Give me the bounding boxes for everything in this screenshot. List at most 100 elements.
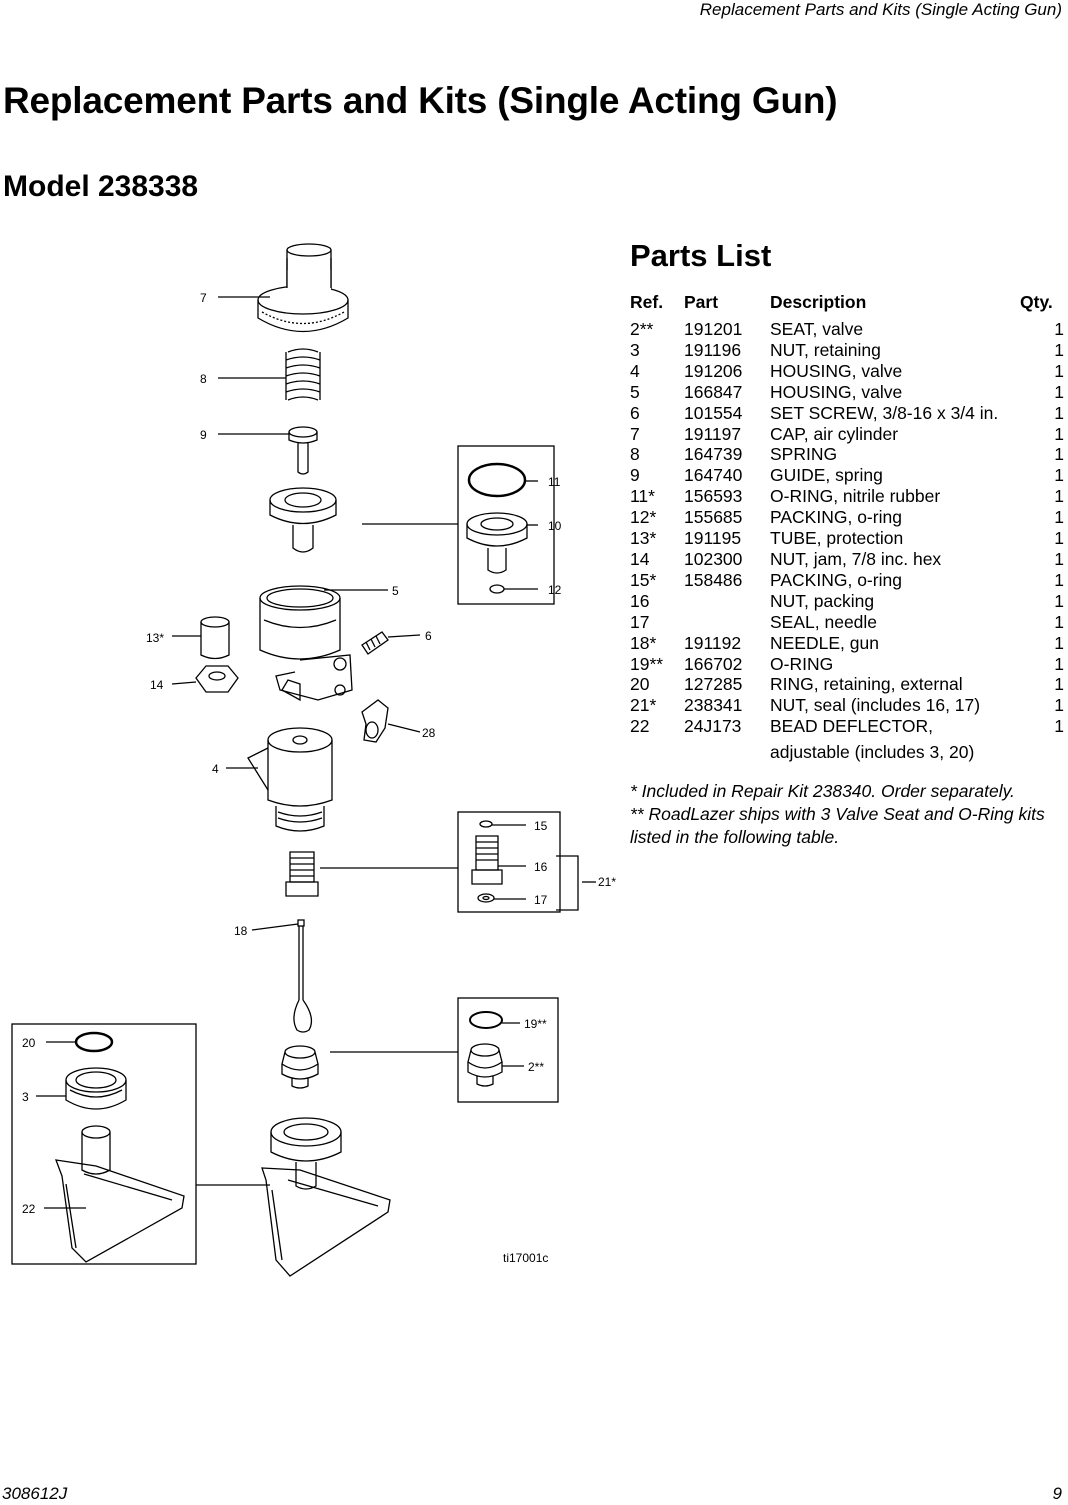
part-18-needle — [293, 919, 313, 1033]
part-9-guide — [288, 426, 318, 475]
description-cell: GUIDE, spring — [770, 465, 883, 486]
description-cell: NUT, jam, 7/8 inc. hex — [770, 548, 942, 569]
description-cell: RING, retaining, external — [770, 674, 963, 695]
description-cell: NUT, retaining — [770, 339, 881, 360]
part-cell: 164740 — [684, 465, 743, 486]
part-16-nut — [471, 835, 503, 885]
exploded-parts-diagram: 7 8 9 11 10 12 5 13* 6 14 28 4 15 16 17 … — [11, 243, 616, 1277]
description-cell: NUT, seal (includes 16, 17) — [770, 695, 981, 716]
ref-cell: 16 — [630, 590, 650, 611]
part-22-deflector — [55, 1125, 185, 1263]
qty-cell: 1 — [1054, 444, 1064, 465]
running-header: Replacement Parts and Kits (Single Actin… — [699, 0, 1062, 19]
kit-box-19-2 — [457, 997, 559, 1103]
callout-18: 18 — [234, 924, 248, 938]
qty-cell: 1 — [1054, 402, 1064, 423]
part-28-elbow — [361, 699, 389, 743]
ref-cell: 18* — [630, 632, 657, 653]
callout-8: 8 — [200, 372, 207, 386]
bracket-21 — [556, 855, 579, 911]
ref-cell: 15* — [630, 569, 657, 590]
table-row: 16 NUT, packing 1 — [630, 591, 1064, 612]
ref-cell: 13* — [630, 528, 657, 549]
part-deflector-main — [261, 1117, 391, 1277]
page-number: 9 — [1052, 1484, 1062, 1503]
parts-list-heading: Parts List — [630, 238, 772, 273]
callout-2: 2** — [528, 1060, 544, 1074]
description-cell: O-RING, nitrile rubber — [770, 486, 941, 507]
ref-cell: 6 — [630, 402, 640, 423]
callout-14: 14 — [150, 678, 164, 692]
part-cell: 101554 — [684, 402, 743, 423]
callout-3: 3 — [22, 1090, 29, 1104]
table-row: 6 101554 SET SCREW, 3/8-16 x 3/4 in. 1 — [630, 403, 1064, 424]
figure-id: ti17001c — [503, 1251, 548, 1265]
piston — [269, 487, 337, 553]
description-cell: BEAD DEFLECTOR, — [770, 716, 934, 737]
description-cell: PACKING, o-ring — [770, 507, 902, 528]
part-cell: 166702 — [684, 653, 743, 674]
part-8-spring — [285, 348, 321, 401]
ref-cell: 14 — [630, 548, 650, 569]
callout-28: 28 — [422, 726, 436, 740]
qty-cell: 1 — [1054, 695, 1064, 716]
ref-cell: 21* — [630, 695, 657, 716]
part-13-tube — [200, 616, 230, 660]
footnote-single-star: * Included in Repair Kit 238340. Order s… — [630, 781, 1015, 801]
part-16-nut-main — [285, 851, 319, 897]
ref-cell: 17 — [630, 611, 650, 632]
description-cell: HOUSING, valve — [770, 381, 903, 402]
part-14-nut — [195, 665, 239, 693]
part-6-setscrew — [361, 631, 389, 655]
footnote-double-star: ** RoadLazer ships with 3 Valve Seat and… — [630, 804, 1045, 847]
part-15-packing — [479, 820, 493, 828]
ref-cell: 20 — [630, 674, 650, 695]
qty-cell: 1 — [1054, 590, 1064, 611]
part-4-housing — [247, 727, 333, 832]
description-cell: NUT, packing — [770, 590, 875, 611]
qty-cell: 1 — [1054, 674, 1064, 695]
callout-13: 13* — [146, 631, 164, 645]
footnotes: * Included in Repair Kit 238340. Order s… — [630, 780, 1060, 849]
part-cell: 155685 — [684, 507, 743, 528]
ref-cell: 4 — [630, 360, 640, 381]
part-19-oring — [469, 1011, 503, 1029]
qty-cell: 1 — [1054, 486, 1064, 507]
description-cell: SPRING — [770, 444, 838, 465]
callout-17: 17 — [534, 893, 548, 907]
ref-cell: 9 — [630, 465, 640, 486]
part-5-housing — [259, 585, 353, 702]
callout-6: 6 — [425, 629, 432, 643]
column-header-qty: Qty. — [1020, 292, 1053, 312]
part-cell: 127285 — [684, 674, 743, 695]
callout-22: 22 — [22, 1202, 36, 1216]
model-title: Model 238338 — [3, 170, 199, 203]
description-cell: SEAT, valve — [770, 319, 864, 339]
description-cell: CAP, air cylinder — [770, 423, 899, 444]
part-cell: 191197 — [684, 423, 742, 444]
part-cell: 191195 — [684, 528, 742, 549]
qty-cell: 1 — [1054, 423, 1064, 444]
kit-box-10-12 — [457, 445, 555, 605]
qty-cell: 1 — [1054, 507, 1064, 528]
callout-4: 4 — [212, 762, 219, 776]
callout-21: 21* — [598, 875, 616, 889]
column-header-description: Description — [770, 292, 867, 312]
qty-cell: 1 — [1054, 339, 1064, 360]
description-cell: SET SCREW, 3/8-16 x 3/4 in. — [770, 402, 999, 423]
part-2-seat — [467, 1043, 503, 1087]
ref-cell: 3 — [630, 339, 640, 360]
kit-box-15-17 — [457, 811, 561, 913]
qty-cell: 1 — [1054, 653, 1064, 674]
part-cell — [684, 591, 770, 612]
callout-9: 9 — [200, 428, 207, 442]
